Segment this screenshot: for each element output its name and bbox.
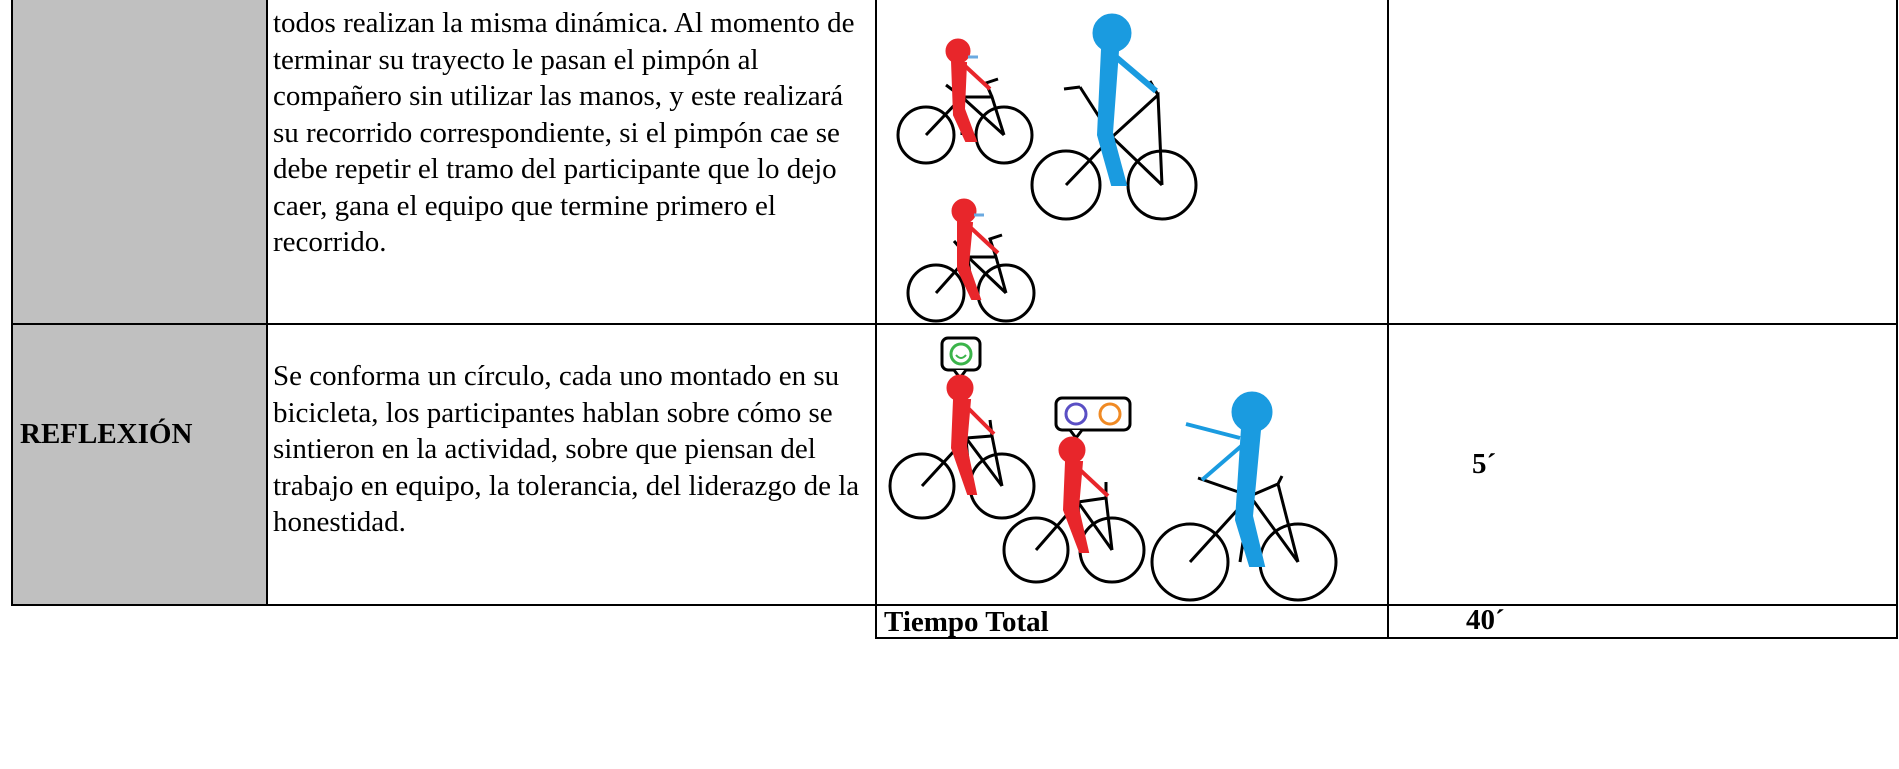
- table-border: [266, 0, 268, 605]
- label-cell-row-1: [13, 0, 267, 323]
- total-time: 40´: [1466, 604, 1505, 636]
- cyclists-with-emoji-bubbles-illustration: [888, 336, 1338, 602]
- total-label: Tiempo Total: [884, 606, 1049, 638]
- cyclists-passing-pingpong-illustration: [896, 13, 1198, 323]
- table-border: [11, 604, 1898, 606]
- label-cell-row-2: [13, 325, 267, 604]
- table-border: [1387, 0, 1389, 639]
- table-border: [11, 323, 1898, 325]
- table-border: [1896, 0, 1898, 639]
- emoji-bubble: [940, 336, 982, 381]
- emoji-bubble: [1054, 396, 1132, 441]
- reflection-description: Se conforma un círculo, cada uno montado…: [273, 360, 860, 538]
- table-border: [875, 637, 1898, 639]
- table-border: [875, 0, 877, 639]
- row-time-reflexion: 5´: [1472, 448, 1497, 480]
- activity-description: todos realizan la misma dinámica. Al mom…: [273, 7, 855, 258]
- table-border: [11, 0, 13, 605]
- row-label-reflexion: REFLEXIÓN: [20, 418, 193, 450]
